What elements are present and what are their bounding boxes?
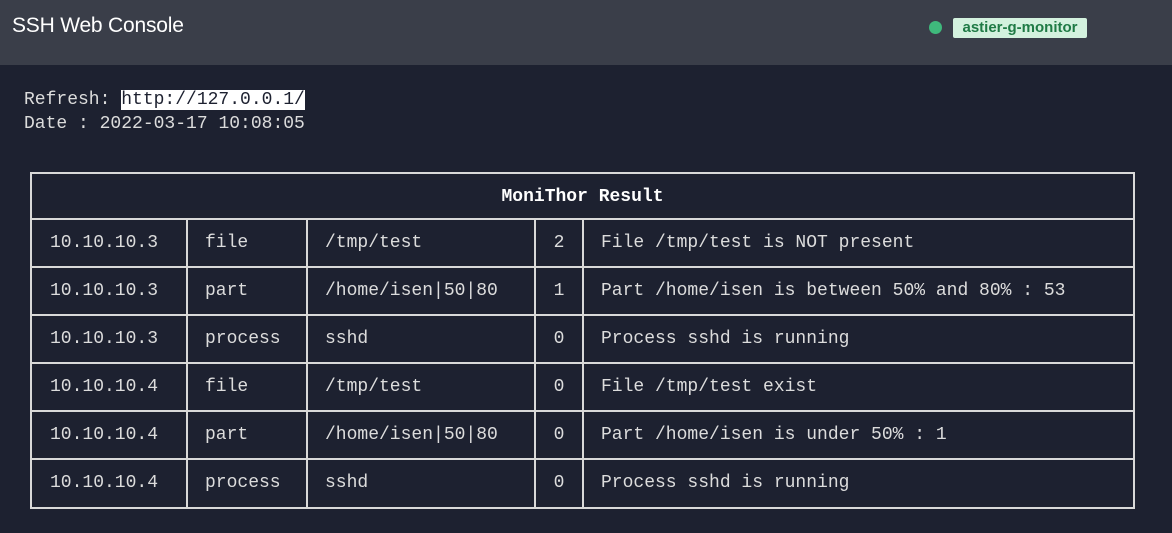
column-divider bbox=[306, 460, 308, 508]
table-row: 10.10.10.3 part/home/isen|50|80 1 Part /hom… bbox=[32, 268, 1133, 316]
cell-target: sshd bbox=[325, 473, 369, 493]
cell-check-type: part bbox=[205, 425, 249, 445]
table-title: MoniThor Result bbox=[32, 174, 1133, 220]
column-divider bbox=[582, 460, 584, 508]
table-row: 10.10.10.4 process sshd 0 Process sshd is ru… bbox=[32, 460, 1133, 508]
column-divider bbox=[534, 364, 536, 410]
app-title: SSH Web Console bbox=[12, 14, 184, 37]
connection-status-dot-icon bbox=[929, 21, 942, 34]
table-row: 10.10.10.3 process sshd 0 Process sshd is ru… bbox=[32, 316, 1133, 364]
date-line: Date : 2022-03-17 10:08:05 bbox=[24, 113, 305, 135]
column-divider bbox=[186, 268, 188, 314]
column-divider bbox=[306, 364, 308, 410]
column-divider bbox=[582, 412, 584, 458]
column-divider bbox=[534, 268, 536, 314]
cell-ip: 10.10.10.3 bbox=[50, 281, 159, 301]
cell-ip: 10.10.10.4 bbox=[50, 473, 159, 493]
column-divider bbox=[582, 220, 584, 266]
cell-message: Part /home/isen is under 50% : 1 bbox=[601, 425, 947, 445]
date-label: Date : bbox=[24, 114, 100, 134]
cell-target: sshd bbox=[325, 329, 369, 349]
column-divider bbox=[582, 268, 584, 314]
refresh-label: Refresh: bbox=[24, 90, 122, 110]
table-row: 10.10.10.4 file/tmp/test 0 File /tmp/test e… bbox=[32, 364, 1133, 412]
column-divider bbox=[306, 220, 308, 266]
cell-message: File /tmp/test exist bbox=[601, 377, 818, 397]
cell-ip: 10.10.10.3 bbox=[50, 233, 159, 253]
cell-target: /home/isen|50|80 bbox=[325, 281, 498, 301]
cell-check-type: process bbox=[205, 329, 281, 349]
table-row: 10.10.10.3 file/tmp/test 2 File /tmp/test i… bbox=[32, 220, 1133, 268]
cell-ip: 10.10.10.4 bbox=[50, 425, 159, 445]
date-value: 2022-03-17 10:08:05 bbox=[99, 114, 305, 134]
column-divider bbox=[534, 460, 536, 508]
cell-check-type: file bbox=[205, 233, 249, 253]
console-output: Refresh: http://127.0.0.1/ Date : 2022-0… bbox=[0, 65, 1172, 533]
column-divider bbox=[186, 460, 188, 508]
refresh-line: Refresh: http://127.0.0.1/ bbox=[24, 89, 305, 111]
cell-message: Part /home/isen is between 50% and 80% :… bbox=[601, 281, 1066, 301]
column-divider bbox=[534, 412, 536, 458]
column-divider bbox=[186, 316, 188, 362]
cell-target: /home/isen|50|80 bbox=[325, 425, 498, 445]
cell-message: Process sshd is running bbox=[601, 329, 850, 349]
column-divider bbox=[186, 220, 188, 266]
column-divider bbox=[186, 412, 188, 458]
cell-status-code: 0 bbox=[553, 329, 565, 349]
cell-status-code: 1 bbox=[553, 281, 565, 301]
cell-target: /tmp/test bbox=[325, 233, 423, 253]
refresh-url[interactable]: http://127.0.0.1/ bbox=[121, 90, 305, 110]
column-divider bbox=[306, 268, 308, 314]
cell-ip: 10.10.10.3 bbox=[50, 329, 159, 349]
column-divider bbox=[534, 220, 536, 266]
cell-message: Process sshd is running bbox=[601, 473, 850, 493]
cell-target: /tmp/test bbox=[325, 377, 423, 397]
host-badge: astier-g-monitor bbox=[953, 18, 1087, 38]
column-divider bbox=[582, 364, 584, 410]
column-divider bbox=[582, 316, 584, 362]
cell-status-code: 0 bbox=[553, 425, 565, 445]
result-table: MoniThor Result 10.10.10.3 file/tmp/test 2… bbox=[30, 172, 1135, 509]
cell-status-code: 0 bbox=[553, 377, 565, 397]
cell-message: File /tmp/test is NOT present bbox=[601, 233, 915, 253]
column-divider bbox=[306, 316, 308, 362]
table-row: 10.10.10.4 part/home/isen|50|80 0 Part /hom… bbox=[32, 412, 1133, 460]
top-bar: SSH Web Console astier-g-monitor bbox=[0, 0, 1172, 65]
cell-ip: 10.10.10.4 bbox=[50, 377, 159, 397]
cell-status-code: 0 bbox=[553, 473, 565, 493]
cell-check-type: file bbox=[205, 377, 249, 397]
column-divider bbox=[186, 364, 188, 410]
cell-status-code: 2 bbox=[553, 233, 565, 253]
column-divider bbox=[306, 412, 308, 458]
cell-check-type: part bbox=[205, 281, 249, 301]
column-divider bbox=[534, 316, 536, 362]
cell-check-type: process bbox=[205, 473, 281, 493]
